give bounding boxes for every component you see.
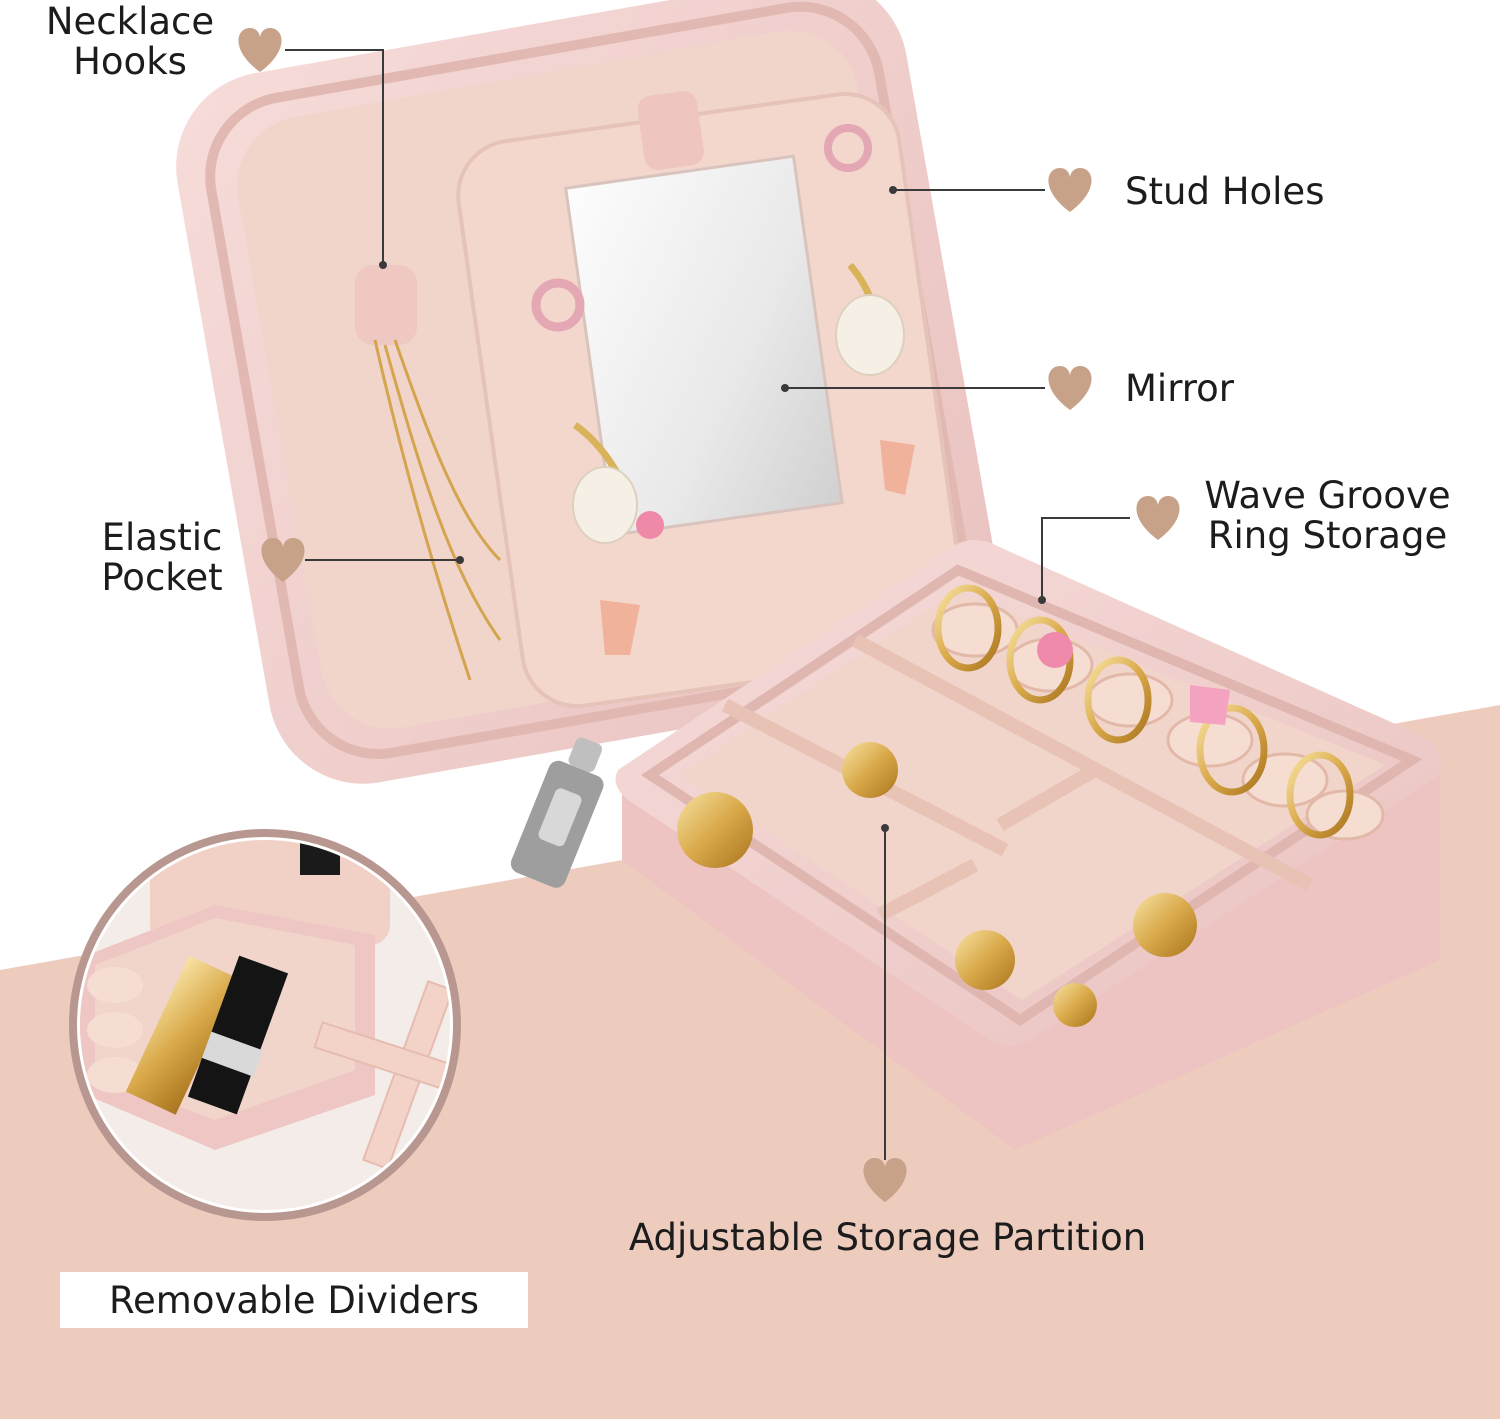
lipstick-gold (125, 955, 240, 1115)
removable-dividers-inset (69, 829, 461, 1221)
base-tray (615, 540, 1442, 1150)
heart-icon (1048, 366, 1092, 410)
leader-endpoints (379, 186, 1046, 832)
heart-icons (238, 28, 1180, 1202)
compartment-jewelry (677, 742, 1197, 1027)
callout-wave-groove: Wave Groove Ring Storage (1204, 474, 1451, 557)
callout-mirror: Mirror (1125, 367, 1235, 410)
necklace-chain (373, 339, 502, 681)
base-zipper-track (640, 564, 1423, 1026)
zipper-pull (510, 737, 604, 888)
mirror-glass (564, 154, 844, 537)
inset-caption: Removable Dividers (60, 1272, 528, 1328)
necklace-hook (355, 265, 417, 345)
heart-icon (1136, 496, 1180, 540)
callout-elastic-pocket: Elastic Pocket (101, 516, 223, 599)
base-lining (680, 590, 1385, 1000)
loose-divider-short (313, 1021, 450, 1095)
divider-short-2 (996, 763, 1099, 832)
heart-icon (261, 538, 305, 582)
heart-icon (238, 28, 282, 72)
callout-stud-holes: Stud Holes (1125, 170, 1325, 213)
earrings (531, 124, 915, 655)
divider-long (851, 633, 1314, 892)
callout-necklace-hooks: Necklace Hooks (45, 0, 215, 83)
callout-adjustable-partition: Adjustable Storage Partition (628, 1216, 1147, 1259)
mirror-strap (637, 91, 704, 171)
heart-icon (1048, 168, 1092, 212)
divider-short-3 (876, 858, 979, 922)
leader-lines (285, 49, 1130, 1160)
heart-icon (863, 1158, 907, 1202)
rings (934, 584, 1354, 839)
lipstick-black (187, 955, 289, 1115)
lid (176, 0, 1000, 784)
